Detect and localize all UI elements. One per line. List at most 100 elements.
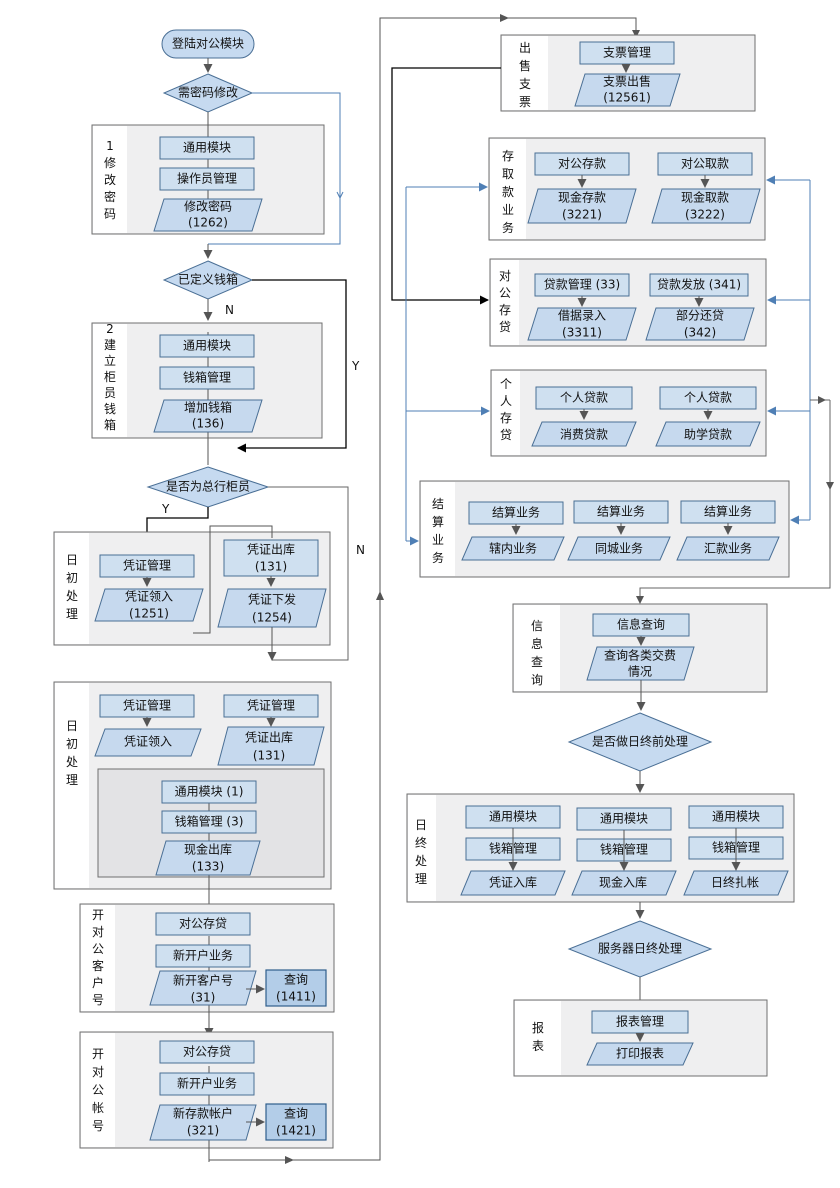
svg-text:2: 2 bbox=[106, 322, 114, 336]
svg-text:出: 出 bbox=[519, 41, 531, 55]
internal-business-label: 辖内业务 bbox=[489, 541, 537, 556]
query-code-1411: (1411) bbox=[276, 990, 316, 1004]
query-button-1411[interactable] bbox=[265, 969, 327, 1007]
corporate-deposit-loan-button-2[interactable] bbox=[159, 1040, 255, 1064]
section-title-bg bbox=[81, 1033, 115, 1147]
svg-text:支: 支 bbox=[519, 77, 531, 91]
cheque-management-label: 支票管理 bbox=[603, 45, 651, 60]
remittance-business-txn[interactable] bbox=[676, 536, 780, 561]
voucher-issue-txn[interactable] bbox=[217, 588, 327, 628]
new-account-business-button-2[interactable] bbox=[159, 1072, 255, 1096]
internal-business-txn[interactable] bbox=[461, 536, 565, 561]
add-cashbox-label: 增加钱箱 bbox=[184, 400, 232, 415]
svg-text:日: 日 bbox=[66, 553, 78, 567]
fee-query-txn[interactable] bbox=[586, 646, 695, 681]
svg-text:公: 公 bbox=[499, 286, 511, 300]
voucher-outbound-button-1[interactable] bbox=[223, 539, 319, 577]
svg-text:贷: 贷 bbox=[500, 428, 512, 442]
new-account-business-label-1: 新开户业务 bbox=[173, 948, 233, 963]
connector-arrow bbox=[632, 30, 640, 38]
cash-outbound-txn[interactable] bbox=[155, 840, 261, 876]
corporate-deposit-loan-button-1[interactable] bbox=[155, 912, 251, 936]
decision-server-end-of-day-label: 服务器日终处理 bbox=[598, 941, 682, 956]
decision-head-office-label: 是否为总行柜员 bbox=[166, 480, 250, 494]
svg-text:处: 处 bbox=[66, 755, 78, 769]
svg-text:对: 对 bbox=[92, 925, 104, 939]
cashbox-management-button-1[interactable] bbox=[159, 366, 255, 390]
svg-text:箱: 箱 bbox=[104, 417, 116, 432]
remittance-business-label: 汇款业务 bbox=[704, 541, 752, 556]
voucher-issue-label: 凭证下发 bbox=[248, 592, 296, 607]
voucher-management-label-3: 凭证管理 bbox=[247, 698, 295, 713]
voucher-receive-txn-2[interactable] bbox=[94, 728, 202, 757]
cash-withdraw-txn[interactable] bbox=[651, 188, 761, 224]
new-deposit-account-txn[interactable] bbox=[149, 1104, 257, 1141]
general-module-button-2[interactable] bbox=[159, 334, 255, 358]
cashbox-management-button-2[interactable] bbox=[161, 810, 257, 834]
cheque-sale-txn[interactable] bbox=[574, 73, 681, 107]
cash-deposit-code: (3221) bbox=[562, 208, 602, 222]
operator-management-button[interactable] bbox=[159, 167, 255, 191]
decision-cashbox-label: 已定义钱箱 bbox=[178, 272, 238, 287]
svg-text:票: 票 bbox=[519, 95, 531, 109]
iou-entry-txn[interactable] bbox=[527, 307, 637, 341]
svg-text:号: 号 bbox=[92, 1119, 104, 1133]
iou-entry-code: (3311) bbox=[562, 326, 602, 340]
consumer-loan-txn[interactable] bbox=[531, 421, 637, 447]
section-title-deposit-withdraw: 存 取 款 业 务 bbox=[502, 149, 514, 235]
svg-text:信: 信 bbox=[531, 619, 543, 633]
bypass-arrow-pwd bbox=[336, 191, 344, 200]
settlement-label-2: 结算业务 bbox=[597, 504, 645, 519]
cash-inbound-txn[interactable] bbox=[571, 870, 677, 896]
fee-query-label: 查询各类交费 bbox=[604, 648, 676, 663]
query-code-1421: (1421) bbox=[276, 1124, 316, 1138]
operator-management-label: 操作员管理 bbox=[177, 171, 237, 186]
new-customer-number-txn[interactable] bbox=[149, 970, 257, 1006]
svg-text:业: 业 bbox=[432, 533, 444, 547]
section-title-bg bbox=[421, 482, 455, 576]
svg-text:询: 询 bbox=[531, 673, 543, 687]
general-module-label-6: 通用模块 bbox=[712, 810, 760, 824]
svg-text:存: 存 bbox=[500, 411, 512, 425]
section-title-bg bbox=[490, 139, 526, 239]
same-city-business-txn[interactable] bbox=[567, 536, 671, 561]
svg-text:处: 处 bbox=[415, 854, 427, 868]
query-button-1421[interactable] bbox=[265, 1103, 327, 1141]
svg-text:处: 处 bbox=[66, 589, 78, 603]
general-module-label-5: 通用模块 bbox=[600, 812, 648, 826]
svg-text:号: 号 bbox=[92, 993, 104, 1007]
add-cashbox-txn[interactable] bbox=[153, 399, 263, 433]
section-title-settlement: 结 算 业 务 bbox=[432, 497, 444, 565]
change-password-code: (1262) bbox=[188, 216, 228, 230]
black-connector-line bbox=[391, 67, 501, 305]
end-of-day-closing-txn[interactable] bbox=[683, 870, 789, 896]
add-cashbox-code: (136) bbox=[192, 417, 224, 431]
partial-repayment-label: 部分还贷 bbox=[676, 308, 724, 323]
voucher-outbound-txn-2[interactable] bbox=[217, 726, 325, 766]
end-of-day-closing-label: 日终扎帐 bbox=[711, 875, 759, 890]
print-report-txn[interactable] bbox=[586, 1042, 694, 1066]
settlement-label-3: 结算业务 bbox=[704, 504, 752, 519]
voucher-receive-label-1: 凭证领入 bbox=[125, 589, 173, 604]
section-title-bg bbox=[408, 795, 436, 901]
student-loan-txn[interactable] bbox=[655, 421, 761, 447]
voucher-receive-txn-1[interactable] bbox=[94, 588, 204, 622]
general-module-button-3[interactable] bbox=[161, 780, 257, 804]
svg-text:1: 1 bbox=[106, 139, 114, 153]
voucher-inbound-txn[interactable] bbox=[460, 870, 566, 896]
svg-text:款: 款 bbox=[502, 185, 514, 199]
settlement-label-1: 结算业务 bbox=[492, 505, 540, 520]
general-module-button-1[interactable] bbox=[159, 136, 255, 160]
partial-repayment-txn[interactable] bbox=[645, 307, 755, 341]
no-label-head-office: N bbox=[356, 543, 365, 557]
cash-deposit-txn[interactable] bbox=[527, 188, 637, 224]
section-title-report: 报 表 bbox=[532, 1020, 544, 1053]
svg-text:码: 码 bbox=[104, 207, 116, 221]
svg-text:立: 立 bbox=[104, 353, 116, 368]
section-title-open-corporate-account: 开 对 公 帐 号 bbox=[92, 1047, 104, 1133]
new-account-business-button-1[interactable] bbox=[155, 944, 251, 968]
voucher-inbound-label: 凭证入库 bbox=[489, 875, 537, 890]
cash-withdraw-label: 现金取款 bbox=[681, 190, 729, 205]
svg-text:对: 对 bbox=[92, 1065, 104, 1079]
change-password-txn[interactable] bbox=[153, 198, 263, 232]
